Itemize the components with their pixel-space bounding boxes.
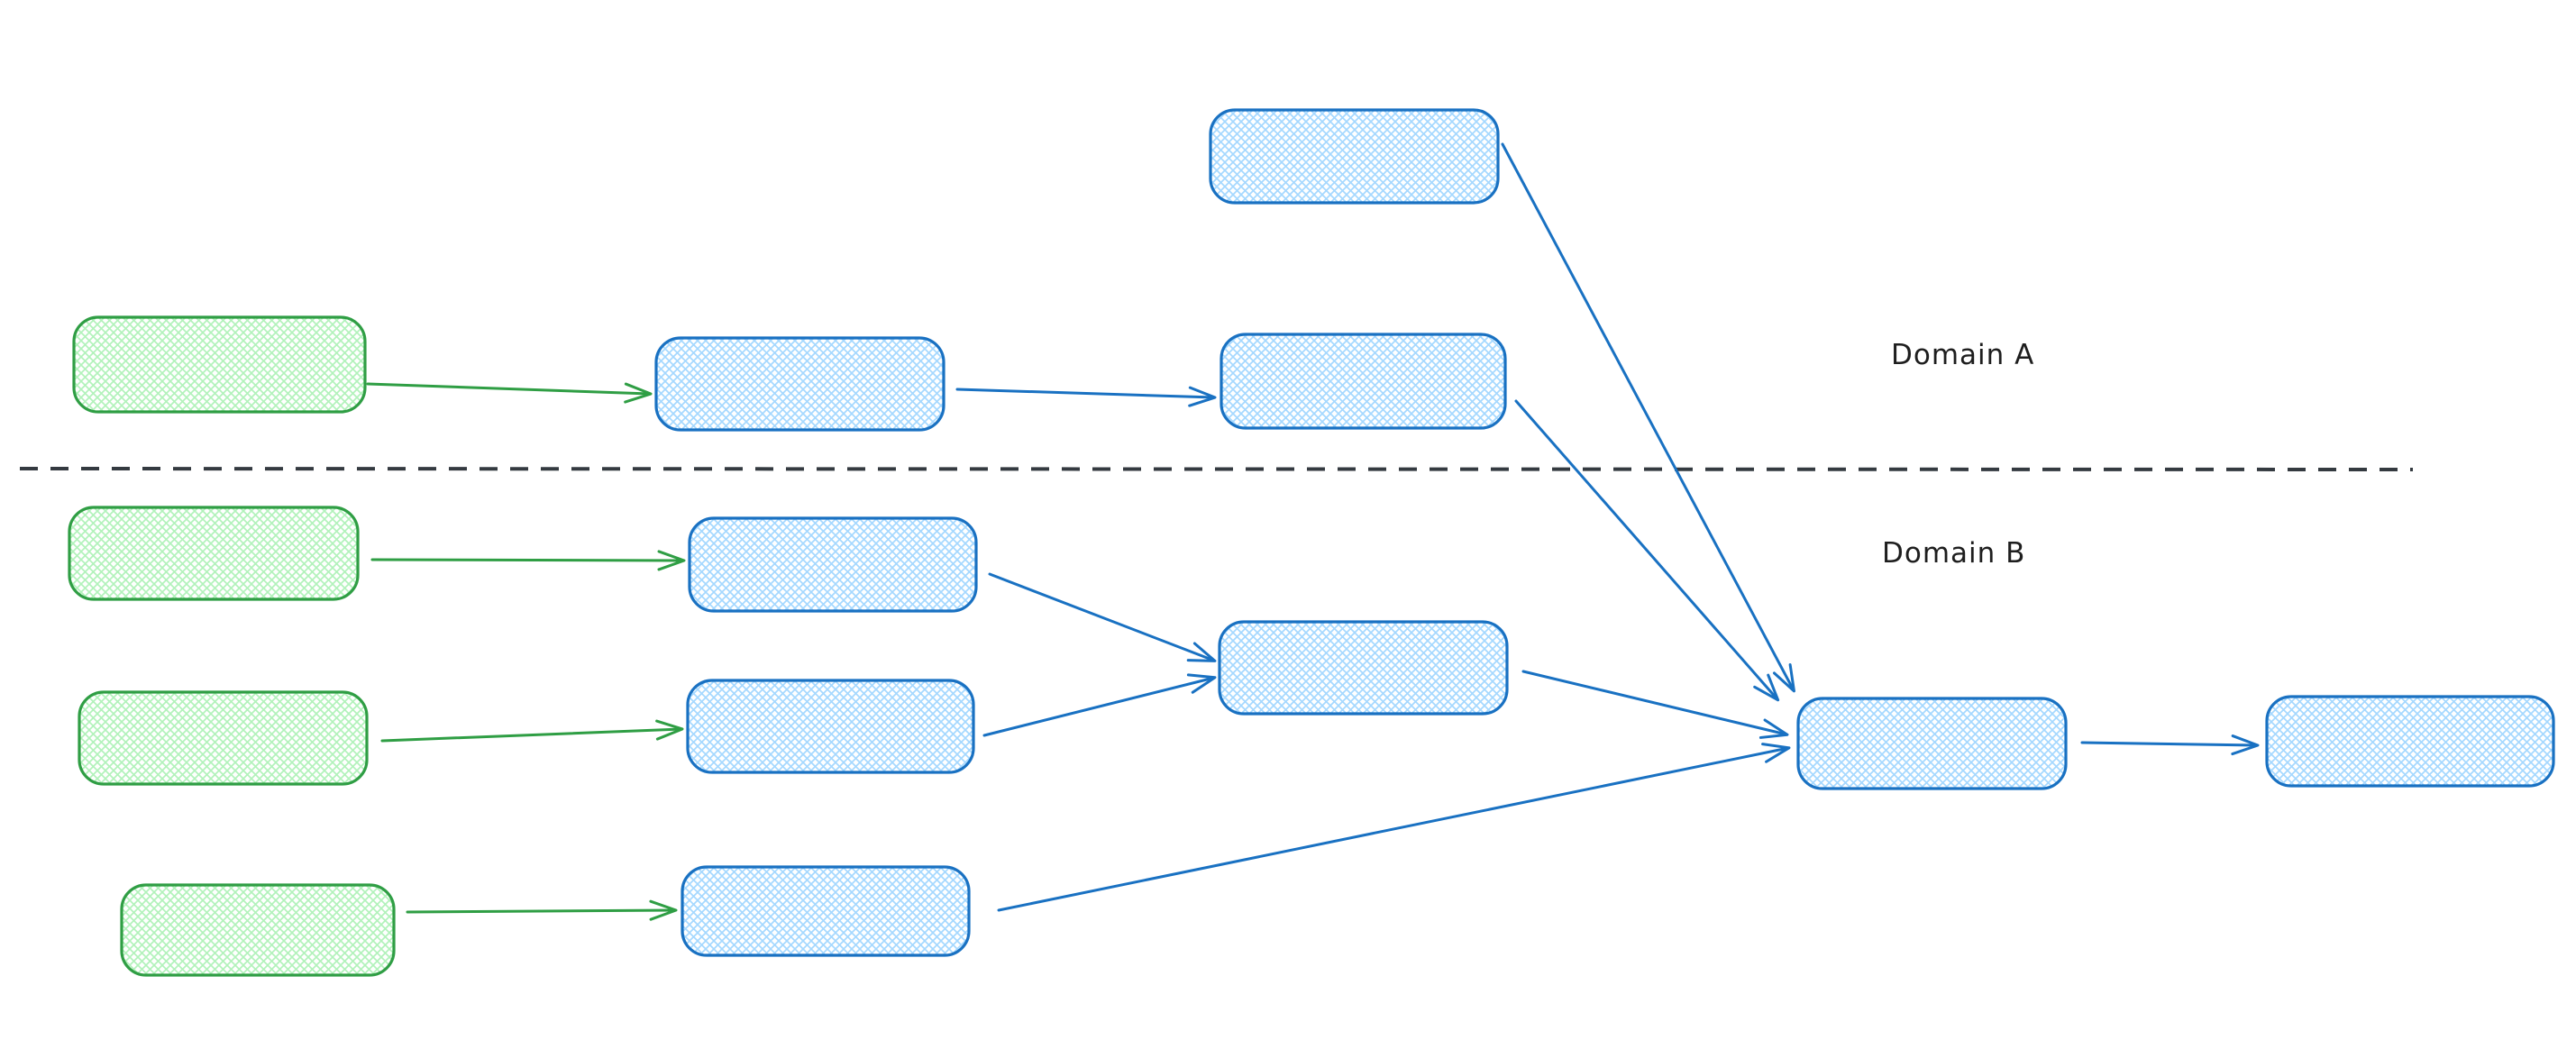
- blue-box-b-join: [1218, 620, 1509, 716]
- green-box-b2: [78, 690, 369, 786]
- domain-b-label: Domain B: [1882, 537, 2025, 570]
- blue-box-top: [1209, 108, 1500, 205]
- arrow-green-b3-to-b3: [406, 899, 678, 921]
- blue-box-b2: [686, 679, 975, 774]
- arrow-top-to-merge: [1501, 142, 1795, 693]
- arrow-b3-to-merge: [997, 743, 1791, 912]
- blue-box-a2: [1219, 333, 1507, 430]
- green-box-a: [72, 315, 367, 414]
- domain-divider-dashed-line: [19, 467, 2414, 471]
- arrow-join-to-merge: [1521, 670, 1789, 739]
- arrow-b2-to-join: [982, 673, 1217, 737]
- arrow-merge-to-output: [2080, 734, 2260, 756]
- green-box-b1: [68, 506, 360, 601]
- blue-box-a1: [654, 336, 945, 432]
- arrow-a1-to-a2: [955, 386, 1217, 407]
- arrow-a2-to-merge: [1514, 399, 1780, 702]
- blue-box-merge: [1796, 697, 2068, 790]
- domain-a-label: Domain A: [1891, 339, 2034, 371]
- blue-box-b3: [681, 865, 971, 957]
- arrow-green-b2-to-b2: [380, 719, 684, 743]
- blue-box-b1: [688, 516, 978, 613]
- green-box-b3: [120, 883, 396, 977]
- arrow-green-a-to-a1: [366, 382, 653, 404]
- blue-box-output: [2265, 695, 2555, 788]
- arrow-b1-to-join: [988, 572, 1217, 662]
- arrow-green-b1-to-b1: [370, 550, 686, 571]
